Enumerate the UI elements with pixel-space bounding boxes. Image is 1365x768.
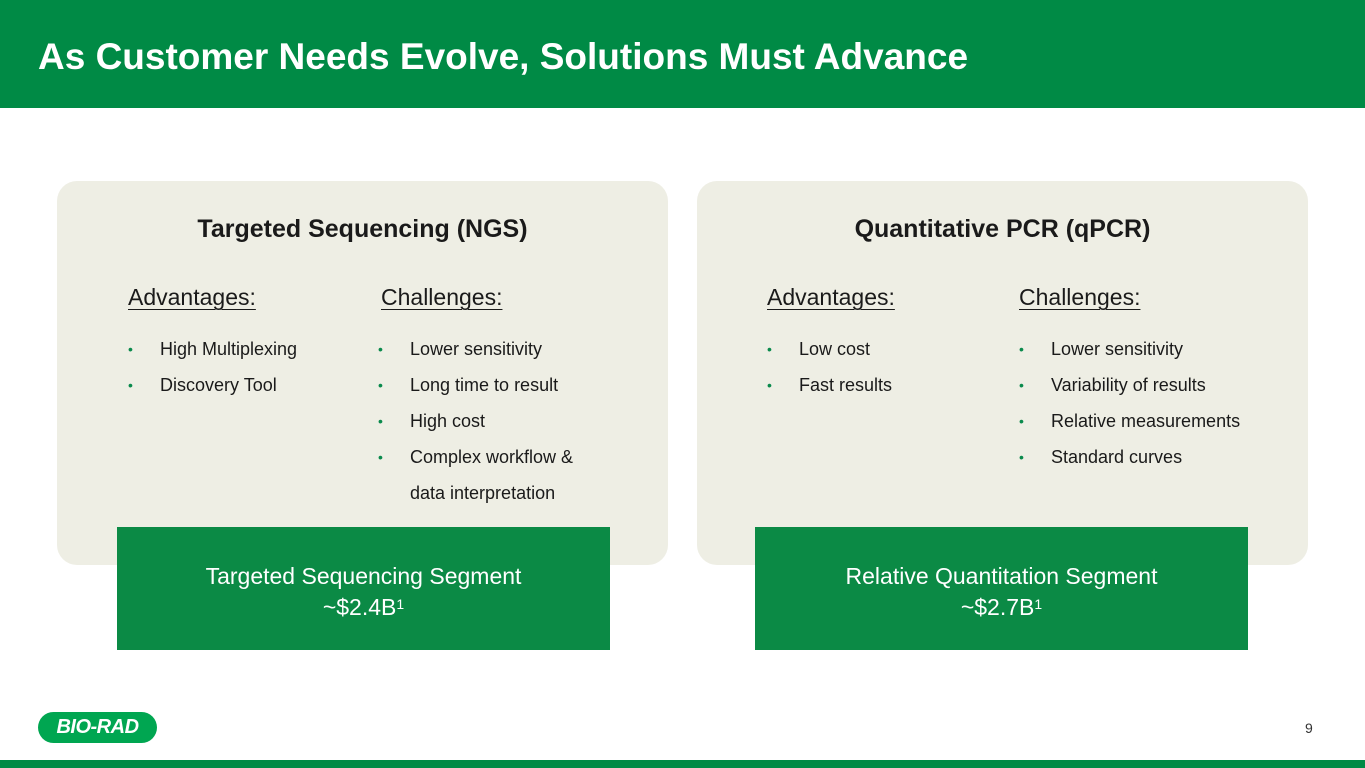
list-item: •Variability of results [1019, 375, 1206, 395]
list-item: •Long time to result [378, 375, 559, 395]
footnote-marker: 1 [1034, 596, 1043, 612]
bullet-icon: • [1019, 341, 1024, 357]
list-item: •High cost [378, 411, 486, 431]
bullet-icon: • [128, 341, 133, 357]
bullet-icon: • [767, 341, 772, 357]
footer-bar [0, 760, 1365, 768]
list-item: •Complex workflow & [378, 447, 574, 467]
bullet-icon: • [1019, 413, 1024, 429]
segment-box: Relative Quantitation Segment ~$2.7B1 [755, 527, 1248, 650]
challenges-list: •Lower sensitivity •Long time to result … [378, 337, 573, 517]
card-title: Targeted Sequencing (NGS) [197, 215, 528, 243]
bullet-icon: • [378, 377, 383, 393]
advantages-heading: Advantages: [128, 284, 256, 310]
list-item: •Fast results [767, 375, 893, 395]
bullet-icon: • [378, 413, 383, 429]
list-item: •High Multiplexing [128, 339, 298, 359]
list-item: •Lower sensitivity [1019, 339, 1184, 359]
challenges-heading: Challenges: [381, 284, 503, 310]
footnote-marker: 1 [396, 596, 405, 612]
segment-name: Targeted Sequencing Segment [205, 563, 522, 589]
slide-title: As Customer Needs Evolve, Solutions Must… [38, 36, 969, 77]
list-item: •Discovery Tool [128, 375, 277, 395]
advantages-heading: Advantages: [767, 284, 895, 310]
segment-value: ~$2.7B [960, 594, 1035, 620]
bullet-icon: • [1019, 449, 1024, 465]
challenges-heading: Challenges: [1019, 284, 1141, 310]
bio-rad-logo: BIO-RAD [38, 712, 157, 743]
advantages-list: •High Multiplexing •Discovery Tool [128, 337, 297, 409]
segment-name: Relative Quantitation Segment [845, 563, 1158, 589]
segment-box: Targeted Sequencing Segment ~$2.4B1 [117, 527, 610, 650]
page-number: 9 [1305, 720, 1313, 736]
bullet-icon: • [378, 341, 383, 357]
list-item: •Lower sensitivity [378, 339, 543, 359]
list-item-continuation: data interpretation [410, 483, 556, 503]
bullet-icon: • [767, 377, 772, 393]
list-item: •Standard curves [1019, 447, 1183, 467]
challenges-list: •Lower sensitivity •Variability of resul… [1019, 337, 1240, 481]
qpcr-card: Quantitative PCR (qPCR) [697, 181, 1308, 565]
advantages-list: •Low cost •Fast results [767, 337, 892, 409]
bullet-icon: • [128, 377, 133, 393]
list-item: •Relative measurements [1019, 411, 1241, 431]
segment-value: ~$2.4B [322, 594, 397, 620]
header-bar [0, 0, 1365, 108]
card-title: Quantitative PCR (qPCR) [854, 215, 1151, 243]
list-item: •Low cost [767, 339, 871, 359]
bullet-icon: • [378, 449, 383, 465]
ngs-card: Targeted Sequencing (NGS) [57, 181, 668, 565]
bullet-icon: • [1019, 377, 1024, 393]
